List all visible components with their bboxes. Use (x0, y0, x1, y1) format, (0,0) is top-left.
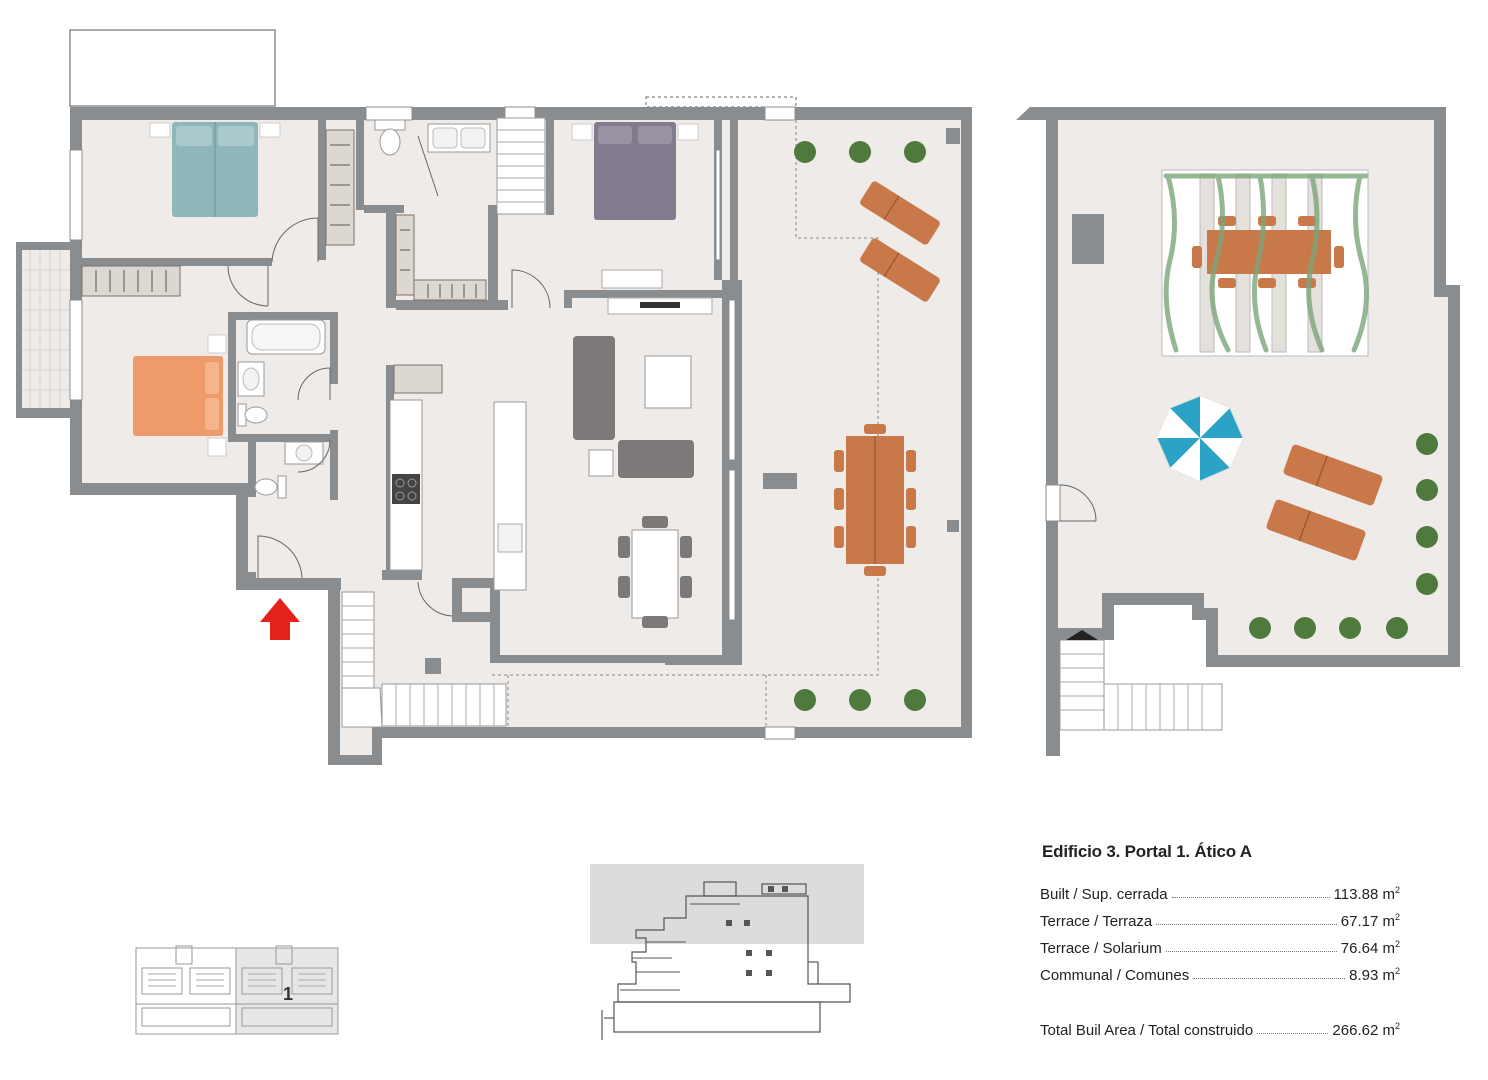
bedroom-2-bed (571, 122, 699, 289)
main-apartment-plan (16, 29, 972, 765)
living-room (573, 336, 694, 628)
bedroom-3-bed (133, 334, 227, 457)
area-summary: Edificio 3. Portal 1. Ático A Built / Su… (1040, 842, 1400, 1039)
entry-arrow-icon (260, 598, 300, 640)
internal-stairs (496, 117, 546, 215)
summary-row: Terrace / Solarium 76.64 m2 (1040, 930, 1400, 957)
terrace-furniture (834, 181, 940, 576)
wardrobes (81, 129, 487, 394)
balcony-floor (22, 250, 70, 408)
solarium-stairs (1059, 630, 1223, 731)
windows (69, 106, 796, 740)
summary-total-label: Total Buil Area / Total construido (1040, 1022, 1254, 1039)
key-plan-portal-number: 1 (283, 984, 293, 1004)
bedroom-1-bed (149, 122, 281, 217)
key-plan: 1 (135, 945, 339, 1035)
summary-row: Terrace / Terraza 67.17 m2 (1040, 903, 1400, 930)
bathroom-fixtures (237, 119, 491, 499)
summary-row-label: Terrace / Terraza (1040, 913, 1153, 930)
leader-dots (1165, 951, 1337, 952)
summary-title: Edificio 3. Portal 1. Ático A (1042, 842, 1252, 861)
roof-overhang (69, 29, 276, 107)
summary-row: Built / Sup. cerrada 113.88 m2 (1040, 876, 1400, 903)
solarium-door (1045, 484, 1097, 522)
summary-row-value: 67.17 m2 (1340, 912, 1400, 930)
wardrobe-hangers (95, 144, 477, 298)
summary-total-value: 266.62 m2 (1332, 1021, 1400, 1039)
kitchen (389, 297, 713, 591)
plants (794, 141, 926, 711)
umbrella-icon (1156, 395, 1244, 482)
communal-stairs (341, 591, 507, 728)
summary-row: Communal / Comunes 8.93 m2 (1040, 957, 1400, 984)
solarium-column (1072, 214, 1104, 264)
terrace-boundary (490, 120, 879, 676)
summary-row-value: 113.88 m2 (1333, 885, 1400, 903)
summary-total-row: Total Buil Area / Total construido 266.6… (1040, 1012, 1400, 1039)
solarium-plan (1016, 107, 1460, 756)
columns (425, 128, 960, 674)
solarium-plants (1249, 433, 1438, 639)
summary-row-label: Built / Sup. cerrada (1040, 886, 1168, 903)
pergola-outline (645, 96, 797, 108)
summary-row-value: 76.64 m2 (1340, 939, 1400, 957)
balcony-tiles (22, 250, 70, 408)
leader-dots (1171, 897, 1330, 898)
leader-dots (1156, 924, 1337, 925)
solarium-loungers (1266, 444, 1383, 561)
summary-row-label: Terrace / Solarium (1040, 940, 1162, 957)
building-section (590, 864, 864, 1040)
summary-row-label: Communal / Comunes (1040, 967, 1190, 984)
doors (227, 135, 551, 617)
leader-dots (1257, 1033, 1329, 1034)
pergola (1161, 169, 1369, 357)
leader-dots (1193, 978, 1346, 979)
summary-row-value: 8.93 m2 (1349, 966, 1400, 984)
